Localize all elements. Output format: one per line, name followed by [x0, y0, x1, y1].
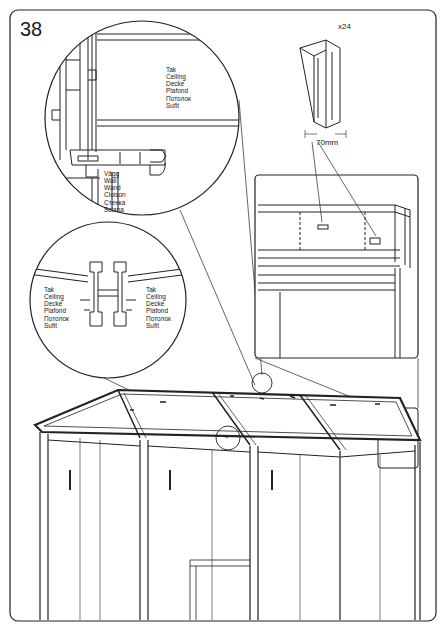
- ceiling-label: Tak Ceiling Decke Plafond Потолок Sufit: [166, 66, 191, 109]
- quantity-label: x24: [338, 22, 351, 31]
- step-number: 38: [20, 18, 42, 41]
- profile-part: [300, 40, 346, 138]
- leader-line: [418, 358, 419, 408]
- wall-ceiling-detail: [45, 20, 240, 220]
- roof-corner-detail: [255, 142, 418, 358]
- ceiling-label: Tak Ceiling Decke Plafond Потолок Sufit: [44, 286, 69, 329]
- page-frame: [10, 10, 436, 621]
- greenhouse: [35, 373, 420, 620]
- dimension-label: 70mm: [316, 138, 338, 147]
- ceiling-joint-detail: [28, 222, 190, 378]
- leader-line: [180, 210, 255, 385]
- wall-label: Vägg Wall Wand Cloison Стенка Ściana: [104, 170, 126, 213]
- ceiling-label: Tak Ceiling Decke Plafond Потолок Sufit: [146, 286, 171, 329]
